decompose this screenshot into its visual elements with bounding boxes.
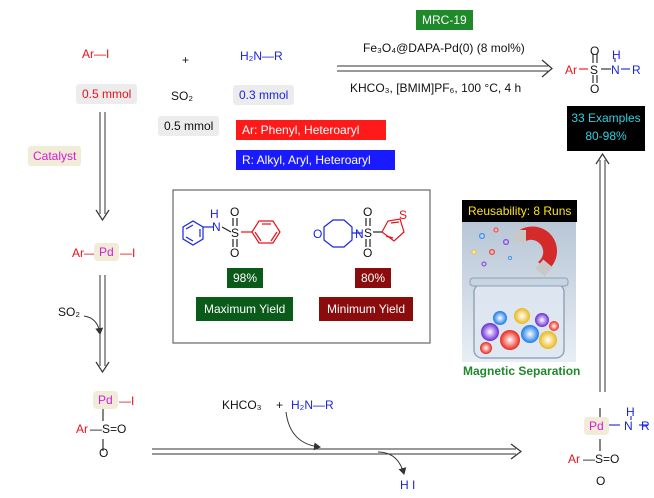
max-o-bottom: O — [230, 246, 240, 260]
max-yield-structure — [182, 218, 281, 247]
int3-o: O — [596, 474, 606, 488]
so2-insertion-label: SO₂ — [58, 305, 80, 319]
product-bonds — [579, 54, 630, 83]
min-o-bottom: O — [363, 246, 373, 260]
min-yield-structure — [323, 218, 405, 248]
min-yield-value: 80% — [355, 268, 392, 288]
conditions-line: KHCO₃, [BMIM]PF₆, 100 °C, 4 h — [350, 81, 522, 95]
int3-s: —S=O — [583, 452, 620, 466]
int3-pd: Pd — [584, 417, 609, 435]
hi-byproduct: H I — [400, 478, 416, 492]
int2-o: O — [99, 446, 109, 460]
int3-h: H — [626, 405, 635, 419]
khco3-label: KHCO₃ — [222, 398, 262, 412]
int3-n: N — [624, 419, 633, 433]
yield-range: 80-98% — [585, 129, 627, 143]
min-o-morpholine: O — [313, 227, 323, 241]
int1-pd: Pd — [94, 243, 119, 261]
int3-r: R — [641, 419, 650, 433]
plus-sign: + — [182, 53, 190, 67]
int1-i: —I — [120, 246, 136, 260]
bottom-arrow — [152, 443, 522, 460]
amine-curved-arrow — [285, 411, 321, 451]
max-yield-label: Maximum Yield — [196, 297, 294, 321]
amine-amount: 0.3 mmol — [233, 85, 295, 105]
top-reaction-arrow — [337, 59, 553, 78]
magnet-jar-illustration — [462, 222, 576, 362]
int2-i: —I — [119, 394, 135, 408]
plus-sign-2: + — [276, 398, 284, 412]
product-o-top: O — [590, 44, 600, 58]
int2-pd: Pd — [93, 391, 118, 409]
magnetic-separation-label: Magnetic Separation — [463, 364, 581, 378]
up-arrow — [595, 152, 610, 392]
scope-r-banner: R: Alkyl, Aryl, Heteroaryl — [236, 150, 395, 170]
catalyst-label: Catalyst — [28, 146, 82, 166]
catalyst-line: Fe₃O₄@DAPA-Pd(0) (8 mol%) — [363, 41, 525, 55]
max-n: N — [212, 220, 221, 234]
min-n: N — [355, 227, 364, 241]
so2-reagent: SO₂ — [171, 89, 193, 103]
product-ar: Ar — [565, 63, 577, 77]
int3-ar: Ar — [568, 452, 580, 466]
int2-ar: Ar — [76, 422, 88, 436]
down-arrow-2 — [95, 275, 110, 374]
reusability-banner: Reusability: 8 Runs — [462, 200, 578, 222]
min-yield-label: Minimum Yield — [319, 297, 414, 321]
min-s: S — [364, 226, 373, 240]
aryl-iodide: Ar—I — [82, 47, 110, 61]
product-s: S — [590, 63, 599, 77]
amine-mechanism: H₂N—R — [291, 398, 334, 412]
so2-amount: 0.5 mmol — [158, 116, 220, 136]
product-n: N — [611, 63, 620, 77]
max-s: S — [231, 226, 240, 240]
max-h: H — [210, 207, 219, 221]
product-h: H — [612, 48, 621, 62]
down-arrow-1 — [95, 112, 110, 222]
aryl-amount: 0.5 mmol — [76, 84, 138, 104]
min-o-top: O — [363, 205, 373, 219]
scope-ar-banner: Ar: Phenyl, Heteroaryl — [236, 120, 386, 140]
int2-s: —S=O — [90, 422, 127, 436]
thiophene-s: S — [399, 208, 408, 222]
examples-count: 33 Examples — [571, 111, 641, 125]
product-o-bottom: O — [590, 82, 600, 96]
examples-box: 33 Examples 80-98% — [567, 106, 645, 151]
hi-curved-arrow — [377, 451, 407, 475]
so2-curved-arrow — [83, 315, 104, 335]
max-yield-value: 98% — [227, 268, 264, 288]
int1-ar: Ar— — [72, 246, 96, 260]
catalyst-name-badge: MRC-19 — [416, 10, 473, 30]
amine-reagent: H₂N—R — [240, 49, 283, 63]
product-r: R — [632, 63, 641, 77]
max-o-top: O — [230, 205, 240, 219]
